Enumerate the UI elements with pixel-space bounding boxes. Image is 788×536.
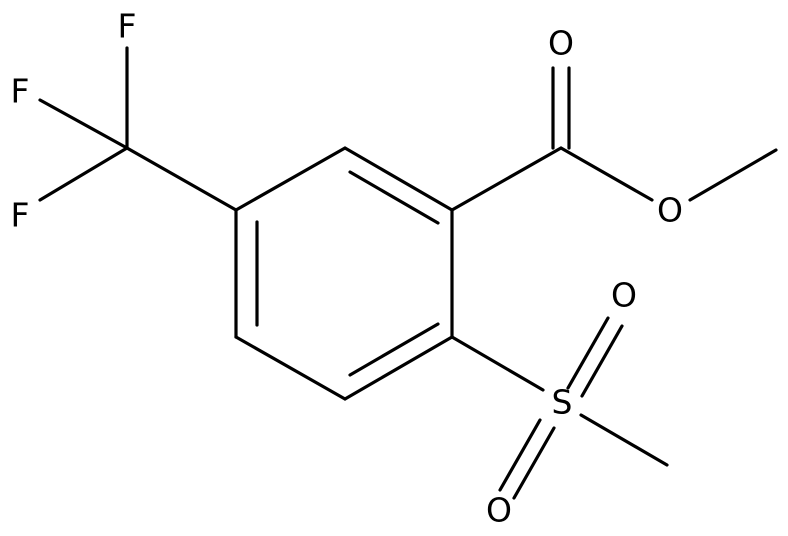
atom-label-fluorine-left: F <box>11 72 30 111</box>
bond-sulfur-methyl <box>579 413 669 467</box>
atom-labels: O O S O O F F F <box>11 7 683 530</box>
bond-so-bottom-b <box>512 426 556 500</box>
bond-so-bottom-a <box>498 418 542 492</box>
atom-label-fluorine-top: F <box>118 7 137 46</box>
bond-ring-cf3-c <box>125 146 238 212</box>
bond-carbonyl-c-ester-o <box>559 146 654 202</box>
ring-bond-c3-c4 <box>343 335 454 401</box>
bond-ring-carbonyl-c <box>450 146 563 212</box>
atom-label-carbonyl-o: O <box>548 24 574 63</box>
bond-so-top-a <box>566 316 610 390</box>
atom-label-sulfonyl-o-top: O <box>611 276 637 315</box>
ring-bond-c6-c1 <box>234 146 347 212</box>
ring-bond-c1-c2 <box>343 146 454 212</box>
bond-so-top-b <box>580 324 624 398</box>
bond-ester-o-methyl <box>688 148 778 202</box>
atom-label-sulfonyl-o-bottom: O <box>486 491 512 530</box>
ring-bond-c1-c2-inner <box>348 170 440 225</box>
atom-label-ester-o: O <box>657 191 683 230</box>
bond-ring-sulfur <box>450 335 545 392</box>
bond-cf3-f-bottom <box>38 146 129 202</box>
bond-cf3-f-left <box>38 98 129 150</box>
ring-bond-c4-c5 <box>234 335 347 401</box>
atom-label-sulfur: S <box>552 383 573 422</box>
bonds <box>38 46 778 500</box>
atom-label-fluorine-bottom: F <box>11 196 30 235</box>
ring-bond-c3-c4-inner <box>348 322 440 377</box>
